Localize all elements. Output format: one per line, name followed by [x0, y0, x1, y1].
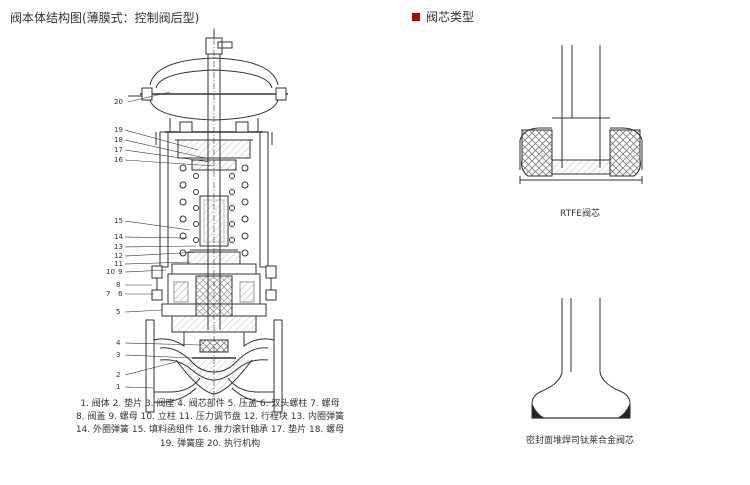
callout-3: 3: [116, 351, 120, 359]
rtfe-plug-drawing: [519, 45, 643, 184]
callout-18: 18: [114, 136, 123, 144]
callout-10: 10: [106, 268, 115, 276]
parts-legend: 1. 阀体 2. 垫片 3. 阀座 4. 阀芯部件 5. 压盖 6. 双头螺柱 …: [60, 398, 360, 451]
callout-14: 14: [114, 233, 123, 241]
section-title: 阀芯类型: [412, 8, 474, 25]
stellite-plug-drawing: [531, 298, 631, 419]
legend-line: 14. 外圈弹簧 15. 填料函组件 16. 推力滚针轴承 17. 垫片 18.…: [75, 425, 345, 436]
legend-line: 19. 弹簧座 20. 执行机构: [159, 438, 261, 449]
callout-17: 17: [114, 146, 123, 154]
legend-line: 8. 阀盖 9. 螺母 10. 立柱 11. 压力调节盘 12. 行程块 13.…: [76, 412, 344, 423]
callout-20: 20: [114, 98, 123, 106]
callout-numbers: 20 19 18 17 16 15 14 13 12 11 10 9 8 7 6…: [106, 98, 123, 391]
callout-19: 19: [114, 126, 123, 134]
callout-7: 7: [106, 290, 110, 298]
rtfe-plug-caption: RTFE阀芯: [560, 209, 600, 219]
section-marker: [412, 12, 420, 21]
callout-12: 12: [114, 252, 123, 260]
stellite-plug-caption: 密封面堆焊司钛莱合金阀芯: [525, 436, 634, 446]
callout-1: 1: [116, 383, 120, 391]
section-title-text: 阀芯类型: [426, 10, 475, 24]
callout-9: 9: [118, 268, 122, 276]
callout-15: 15: [114, 217, 123, 225]
callout-11: 11: [114, 260, 123, 268]
callout-6: 6: [118, 290, 123, 298]
callout-5: 5: [116, 308, 120, 316]
legend-line: 1. 阀体 2. 垫片 3. 阀座 4. 阀芯部件 5. 压盖 6. 双头螺柱 …: [80, 399, 340, 409]
callout-13: 13: [114, 243, 123, 251]
page-title: 阀本体结构图(薄膜式：控制阀后型): [10, 11, 200, 25]
callout-leaders: [124, 91, 215, 389]
callout-2: 2: [116, 371, 120, 379]
callout-4: 4: [116, 339, 121, 347]
valve-body-drawing: [128, 28, 288, 413]
callout-16: 16: [114, 156, 123, 164]
callout-8: 8: [116, 281, 120, 289]
